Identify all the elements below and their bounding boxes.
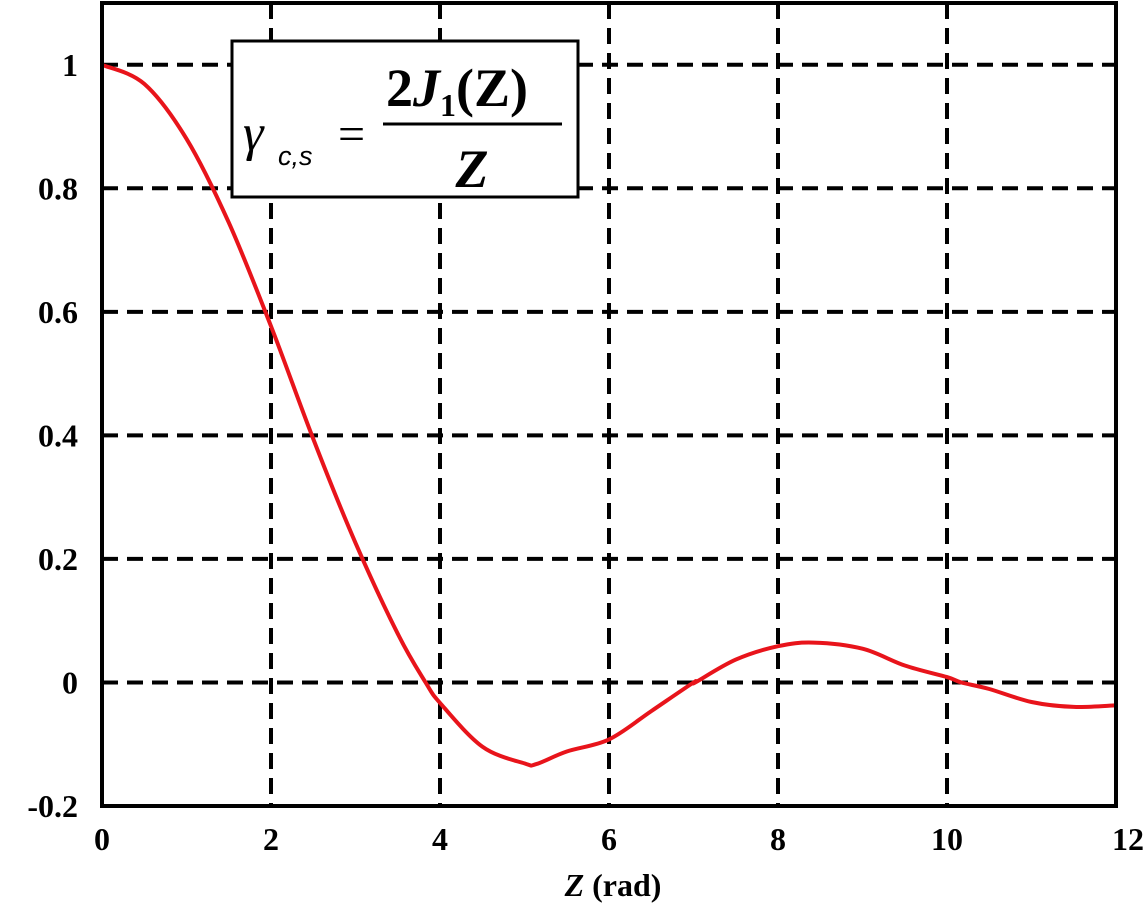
x-axis-label: Z(rad) xyxy=(564,867,662,903)
numerator-coefficient: 2 xyxy=(386,58,413,118)
formula-denominator: Z xyxy=(455,139,489,199)
formula-annotation: γ c,s = 2J1(Z) Z xyxy=(230,39,580,199)
gamma-subscript: c,s xyxy=(278,141,313,171)
y-tick-label: 0.8 xyxy=(38,170,78,206)
series-line-0 xyxy=(101,62,1117,768)
formula-box xyxy=(230,39,580,199)
y-tick-label: 0.4 xyxy=(38,417,78,453)
x-tick-label: 10 xyxy=(931,821,963,857)
y-tick-label: -0.2 xyxy=(27,788,78,824)
equals-sign: = xyxy=(338,108,365,161)
formula-numerator: 2J1(Z) xyxy=(386,58,528,123)
gamma-symbol: γ xyxy=(243,105,265,162)
x-axis-unit: (rad) xyxy=(592,867,661,903)
plot-frame xyxy=(100,1,1118,808)
y-tick-label: 0 xyxy=(62,664,78,700)
x-axis-variable: Z xyxy=(564,867,585,903)
x-tick-label: 8 xyxy=(770,821,786,857)
grid-lines xyxy=(102,3,1116,806)
numerator-function: J xyxy=(412,58,442,118)
x-tick-labels: 0 2 4 6 8 10 12 xyxy=(94,821,1144,857)
numerator-argument: (Z) xyxy=(456,58,528,118)
y-tick-label: 0.2 xyxy=(38,541,78,577)
y-tick-label: 1 xyxy=(62,47,78,83)
x-tick-label: 4 xyxy=(432,821,448,857)
x-tick-label: 12 xyxy=(1112,821,1144,857)
x-tick-label: 6 xyxy=(601,821,617,857)
x-tick-label: 2 xyxy=(263,821,279,857)
numerator-subscript: 1 xyxy=(440,87,456,123)
x-tick-label: 0 xyxy=(94,821,110,857)
y-tick-labels: -0.2 0 0.2 0.4 0.6 0.8 1 xyxy=(27,47,78,824)
series-layer xyxy=(101,62,1117,768)
y-tick-label: 0.6 xyxy=(38,294,78,330)
